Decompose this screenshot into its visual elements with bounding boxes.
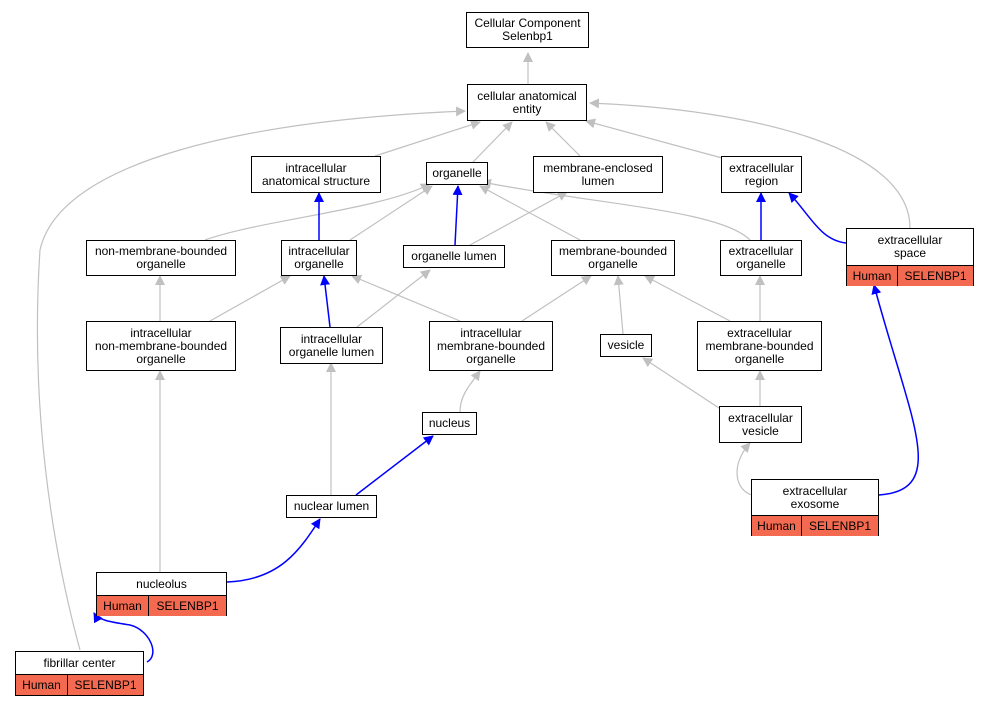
node-intracellular-membrane-bounded-organelle[interactable]: intracellular membrane-bounded organelle: [429, 321, 553, 371]
edge-iol-ol: [356, 269, 431, 328]
edge-nucleus-imbo: [459, 370, 481, 413]
annotation-row: Human SELENBP1: [847, 266, 973, 286]
edge-exo-ecs-partof: [871, 284, 919, 496]
edge-ias-cae: [374, 120, 481, 157]
edge-organelle-cae: [472, 121, 513, 163]
node-membrane-enclosed-lumen[interactable]: membrane-enclosed lumen: [533, 156, 663, 193]
node-extracellular-region[interactable]: extracellular region: [721, 156, 802, 193]
node-non-membrane-bounded-organelle[interactable]: non-membrane-bounded organelle: [86, 240, 236, 276]
annotation-row: Human SELENBP1: [97, 596, 226, 616]
edge-iol-io-partof: [320, 275, 331, 328]
edge-exo-ecv: [736, 442, 753, 496]
edge-imbo-io: [351, 274, 461, 322]
node-extracellular-space[interactable]: extracellular space Human SELENBP1: [846, 228, 974, 286]
node-nucleus[interactable]: nucleus: [422, 412, 477, 435]
edge-nucleolus-nl-partof: [226, 518, 321, 583]
annotation-row: Human SELENBP1: [16, 675, 143, 695]
node-title: nucleolus: [97, 573, 226, 596]
edge-ecv-vesicle: [642, 357, 723, 411]
node-nuclear-lumen[interactable]: nuclear lumen: [286, 495, 377, 518]
node-intracellular-organelle[interactable]: intracellular organelle: [281, 240, 357, 276]
node-cellular-component-root[interactable]: Cellular Component Selenbp1: [466, 12, 589, 48]
gene-cell: SELENBP1: [904, 269, 967, 283]
edge-io-organelle: [349, 185, 433, 241]
species-cell: Human: [16, 675, 68, 695]
node-intracellular-anatomical-structure[interactable]: intracellular anatomical structure: [251, 156, 381, 193]
edge-inmbo-io: [209, 275, 291, 322]
species-cell: Human: [97, 596, 149, 616]
node-organelle-lumen[interactable]: organelle lumen: [403, 245, 505, 268]
node-title: fibrillar center: [16, 652, 143, 675]
node-intracellular-non-membrane-bounded-organelle[interactable]: intracellular non-membrane-bounded organ…: [86, 321, 236, 371]
gene-cell: SELENBP1: [156, 599, 219, 613]
species-cell: Human: [847, 266, 898, 286]
node-membrane-bounded-organelle[interactable]: membrane-bounded organelle: [551, 240, 675, 276]
edge-embo-mbo: [644, 275, 731, 322]
edge-mbo-organelle: [479, 185, 581, 241]
node-vesicle[interactable]: vesicle: [600, 334, 652, 357]
edge-ecr-cae: [585, 118, 723, 159]
species-cell: Human: [752, 516, 802, 536]
gene-cell: SELENBP1: [74, 678, 137, 692]
gene-cell: SELENBP1: [808, 519, 872, 533]
edge-mel-cae: [545, 121, 581, 157]
edge-ol-organelle-partof: [452, 185, 463, 246]
node-title: extracellular space: [847, 229, 973, 266]
node-extracellular-membrane-bounded-organelle[interactable]: extracellular membrane-bounded organelle: [697, 321, 822, 371]
edge-ecs-ecr-partof: [788, 192, 847, 244]
node-nucleolus[interactable]: nucleolus Human SELENBP1: [96, 572, 227, 616]
edge-ol-mel: [469, 191, 568, 246]
node-organelle[interactable]: organelle: [426, 162, 488, 185]
node-fibrillar-center[interactable]: fibrillar center Human SELENBP1: [15, 651, 144, 696]
edge-vesicle-mbo: [613, 275, 624, 335]
node-intracellular-organelle-lumen[interactable]: intracellular organelle lumen: [280, 327, 383, 364]
node-title: extracellular exosome: [752, 480, 878, 516]
edge-ecs-cae: [589, 98, 911, 229]
node-extracellular-vesicle[interactable]: extracellular vesicle: [719, 406, 802, 443]
node-cellular-anatomical-entity[interactable]: cellular anatomical entity: [467, 84, 587, 121]
node-extracellular-exosome[interactable]: extracellular exosome Human SELENBP1: [751, 479, 879, 536]
edge-fc-nucleolus-partof: [93, 612, 154, 663]
edge-imbo-mbo: [521, 275, 592, 322]
annotation-row: Human SELENBP1: [752, 516, 878, 536]
edge-eco-organelle: [481, 178, 751, 241]
node-extracellular-organelle[interactable]: extracellular organelle: [720, 240, 802, 276]
edge-fc-cae: [36, 106, 466, 651]
edge-nl-nucleus-partof: [355, 435, 434, 496]
